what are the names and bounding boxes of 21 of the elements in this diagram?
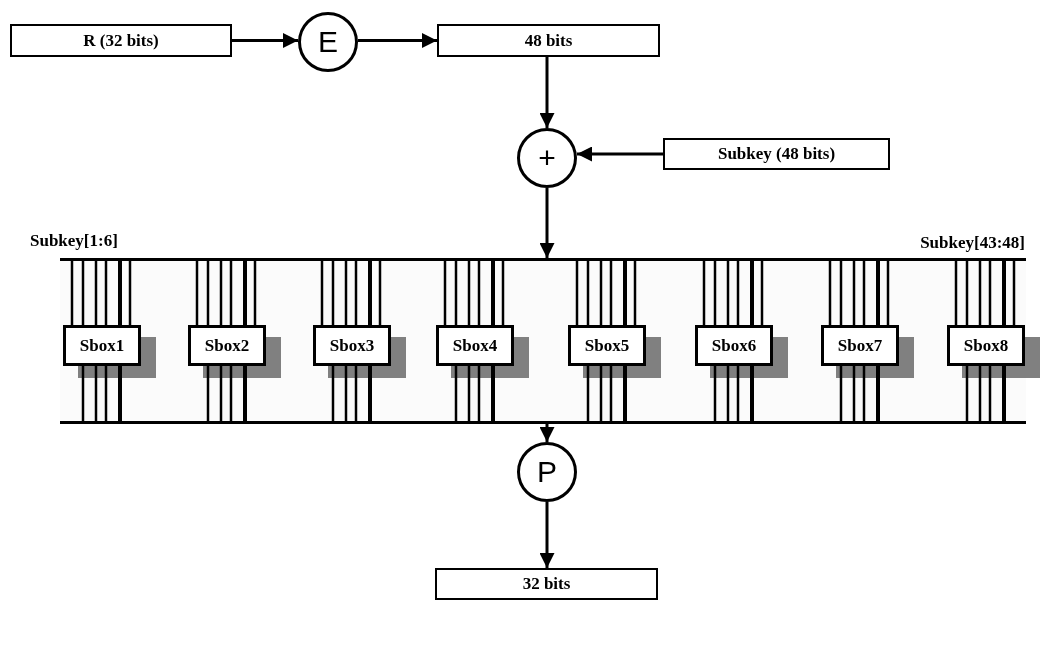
sbox-box: Sbox4 [436, 325, 514, 366]
arrow [358, 33, 437, 48]
sbox-box: Sbox3 [313, 325, 391, 366]
arrow [539, 424, 555, 442]
arrow [539, 57, 555, 128]
subkey-bits-label: Subkey[1:6] [30, 230, 118, 252]
sbox-box: Sbox7 [821, 325, 899, 366]
data-box: 32 bits [435, 568, 658, 600]
arrow [539, 502, 555, 568]
data-box: Subkey (48 bits) [663, 138, 890, 170]
sbox-box: Sbox1 [63, 325, 141, 366]
arrow [539, 188, 555, 258]
sbox-box: Sbox5 [568, 325, 646, 366]
sbox-box: Sbox8 [947, 325, 1025, 366]
data-box: 48 bits [437, 24, 660, 57]
sbox-box: Sbox2 [188, 325, 266, 366]
subkey-bits-label: Subkey[43:48] [920, 232, 1025, 254]
arrow [577, 146, 663, 162]
data-box: R (32 bits) [10, 24, 232, 57]
arrow [232, 33, 298, 48]
sbox-box: Sbox6 [695, 325, 773, 366]
